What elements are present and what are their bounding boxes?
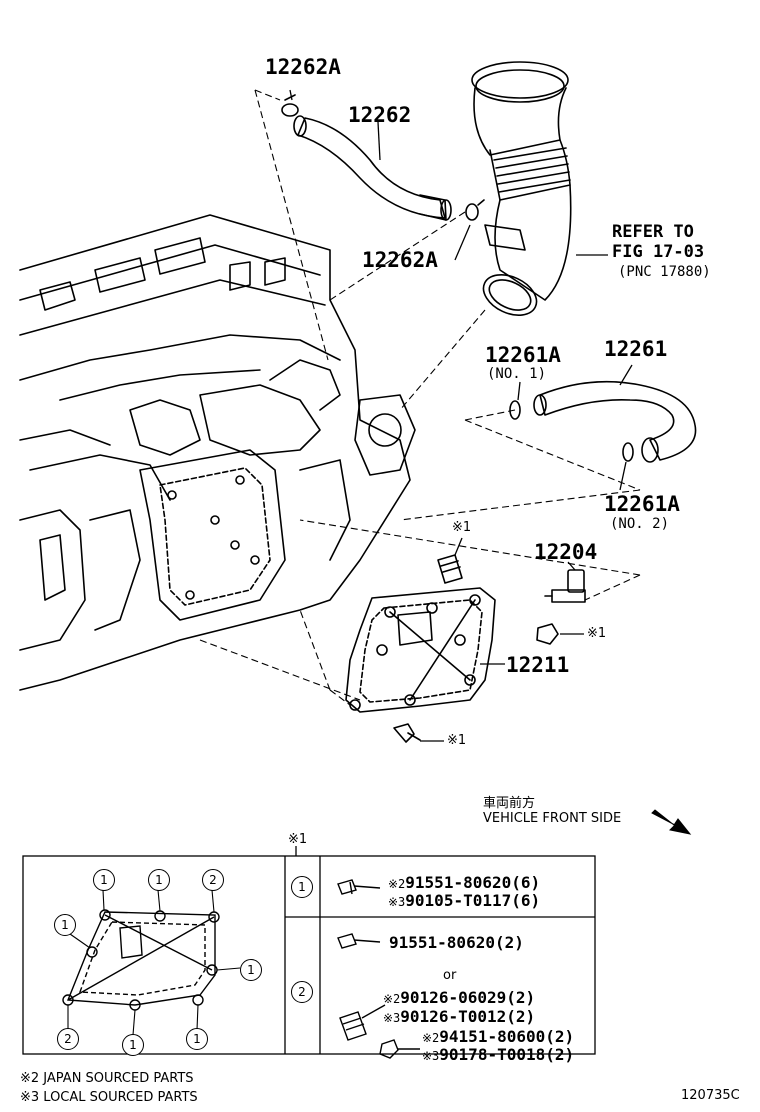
- label-12261a-no1-sub: (NO. 1): [487, 366, 547, 382]
- refer-line2: FIG 17-03: [612, 242, 705, 262]
- row2-b-line2-mark: ※3: [422, 1049, 440, 1063]
- label-12262a-top: 12262A: [265, 55, 341, 79]
- detail-circle-1b: 1: [148, 869, 170, 891]
- row2-first: 91551-80620(2): [389, 933, 524, 952]
- hose-12261: [533, 380, 697, 463]
- row1-line1: ※291551-80620(6): [388, 873, 540, 892]
- label-12204: 12204: [534, 540, 598, 564]
- refer-line3: (PNC 17880): [618, 264, 711, 280]
- bolt-icon-row2a: [337, 933, 381, 949]
- row1-key: 1: [291, 876, 313, 898]
- row2-b-line2-part: 90178-T0018(2): [439, 1045, 575, 1064]
- assembly-guides: [199, 89, 641, 706]
- vehicle-front-arrow: [651, 809, 692, 835]
- label-12262: 12262: [348, 103, 412, 127]
- nut: [536, 623, 559, 645]
- note1-bolt: ※1: [447, 733, 467, 748]
- row1-line2: ※390105-T0117(6): [388, 891, 540, 910]
- row1-line1-part: 91551-80620(6): [405, 873, 541, 892]
- row2-b-line1-part: 94151-80600(2): [439, 1027, 575, 1046]
- label-12261a-no2: 12261A: [604, 492, 680, 516]
- detail-circle-1f: 1: [186, 1028, 208, 1050]
- direction-japanese: 車両前方: [483, 796, 536, 811]
- row2-a-line1: ※290126-06029(2): [383, 988, 535, 1007]
- detail-circle-2a: 2: [202, 869, 224, 891]
- figure-id: 120735C: [681, 1088, 740, 1103]
- label-12211: 12211: [506, 653, 570, 677]
- stud-icon-row2: [339, 1004, 386, 1041]
- detail-header-note: ※1: [288, 832, 308, 847]
- detail-cover: [62, 909, 220, 1011]
- label-12261a-no2-sub: (NO. 2): [610, 516, 670, 532]
- detail-circle-1c: 1: [54, 914, 76, 936]
- detail-circle-2b: 2: [57, 1028, 79, 1050]
- clip-12262a-top: [281, 94, 299, 117]
- clip-12261a-no1: [509, 400, 521, 420]
- air-intake-duct: [471, 61, 572, 316]
- label-12261a-no1: 12261A: [485, 343, 561, 367]
- row2-a-line1-part: 90126-06029(2): [400, 988, 536, 1007]
- note1-nut: ※1: [587, 626, 607, 641]
- hose-12262: [293, 115, 452, 221]
- nut-icon-row2: [379, 1039, 420, 1059]
- label-12262a-mid: 12262A: [362, 248, 438, 272]
- detail-circle-1a: 1: [93, 869, 115, 891]
- note1-stud: ※1: [452, 520, 472, 535]
- sensor-12204: [544, 569, 586, 603]
- bolt: [393, 723, 421, 743]
- row2-key: 2: [291, 981, 313, 1003]
- cover-12211: [345, 587, 496, 713]
- label-12261: 12261: [604, 337, 668, 361]
- direction-english: VEHICLE FRONT SIDE: [483, 811, 622, 826]
- row2-b-line2: ※390178-T0018(2): [422, 1045, 574, 1064]
- detail-circle-1d: 1: [240, 959, 262, 981]
- clip-12261a-no2: [622, 442, 634, 462]
- detail-table: [22, 846, 596, 1055]
- stud-bolt: [437, 554, 463, 584]
- row2-or: or: [443, 968, 457, 983]
- footnote-japan: ※2 JAPAN SOURCED PARTS: [20, 1071, 194, 1086]
- clip-12262a-mid: [465, 199, 485, 221]
- row2-a-line2-mark: ※3: [383, 1011, 401, 1025]
- footnote-local: ※3 LOCAL SOURCED PARTS: [20, 1090, 198, 1105]
- row2-a-line2: ※390126-T0012(2): [383, 1007, 535, 1026]
- row1-line2-mark: ※3: [388, 895, 406, 909]
- row2-b-line1: ※294151-80600(2): [422, 1027, 574, 1046]
- engine-block: [19, 214, 416, 691]
- row2-a-line2-part: 90126-T0012(2): [400, 1007, 536, 1026]
- row1-line2-part: 90105-T0117(6): [405, 891, 541, 910]
- bolt-icon-row1: [337, 879, 381, 895]
- row2-a-line1-mark: ※2: [383, 992, 401, 1006]
- leader-lines: [289, 89, 633, 742]
- detail-circle-1e: 1: [122, 1034, 144, 1056]
- row1-line1-mark: ※2: [388, 877, 406, 891]
- row2-b-line1-mark: ※2: [422, 1031, 440, 1045]
- detail-leaders: [67, 889, 241, 1036]
- refer-line1: REFER TO: [612, 222, 694, 242]
